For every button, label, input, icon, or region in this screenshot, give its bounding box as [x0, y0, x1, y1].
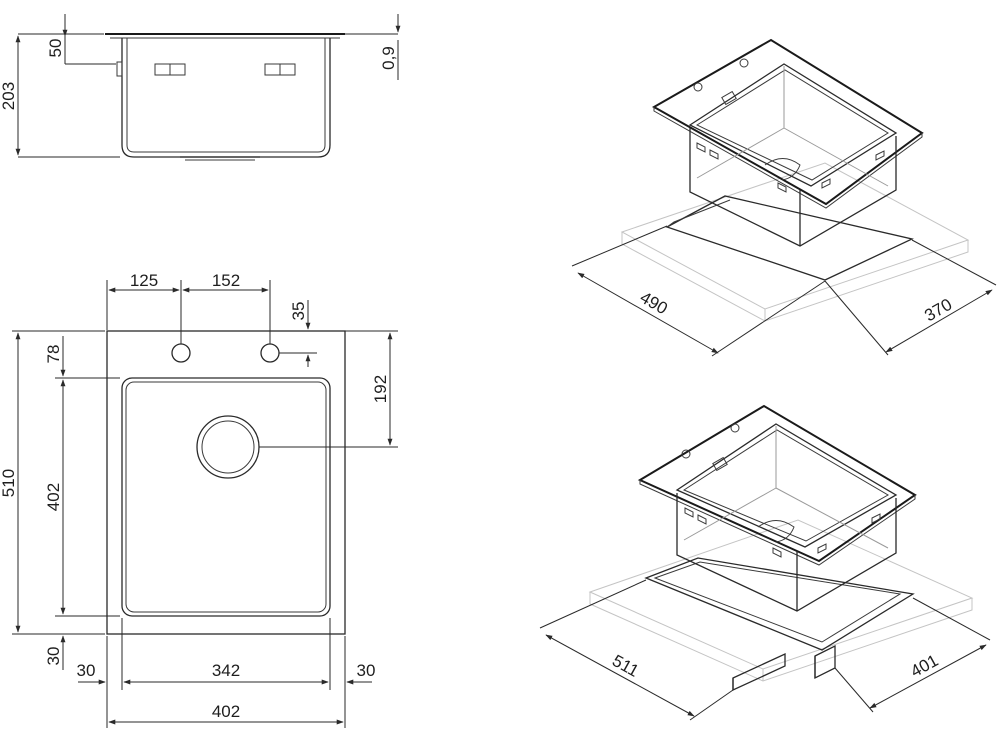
dim-top-margin: 78: [44, 345, 63, 364]
dim-total-depth: 203: [0, 82, 18, 110]
dim-left-margin: 30: [77, 661, 96, 680]
isometric-rebated-mount: 511 401: [539, 404, 991, 721]
dim-cutout-length-rebated: 511: [609, 651, 642, 681]
dim-flange-depth: 50: [46, 39, 65, 58]
tap-hole-right-icon: [260, 343, 280, 363]
isometric-flush-mount: 490 370: [571, 38, 997, 357]
top-plan-view: 125 152 35 78 192 510 402 30: [0, 271, 398, 728]
bowl-outline: [121, 377, 331, 617]
dim-drain-position: 192: [371, 375, 390, 403]
drain-icon: [196, 415, 260, 479]
dim-right-margin: 30: [357, 661, 376, 680]
dim-bottom-margin: 30: [44, 647, 63, 666]
tap-hole-left-icon: [171, 343, 191, 363]
dim-total-width: 402: [212, 702, 240, 721]
dim-tap-hole-offset: 125: [130, 271, 158, 290]
dim-rim-thickness: 0,9: [379, 46, 398, 70]
dim-cutout-length-flush: 490: [637, 288, 671, 319]
dim-bowl-length: 402: [44, 483, 63, 511]
side-section-view: 203 50 0,9: [0, 14, 401, 161]
sink-outline: [106, 330, 346, 635]
dim-total-length: 510: [0, 469, 18, 497]
dim-hole-edge-offset: 35: [289, 302, 308, 321]
dim-bowl-width: 342: [212, 661, 240, 680]
dim-tap-hole-spacing: 152: [212, 271, 240, 290]
dim-cutout-width-rebated: 401: [907, 651, 941, 681]
dim-cutout-width-flush: 370: [921, 295, 955, 326]
